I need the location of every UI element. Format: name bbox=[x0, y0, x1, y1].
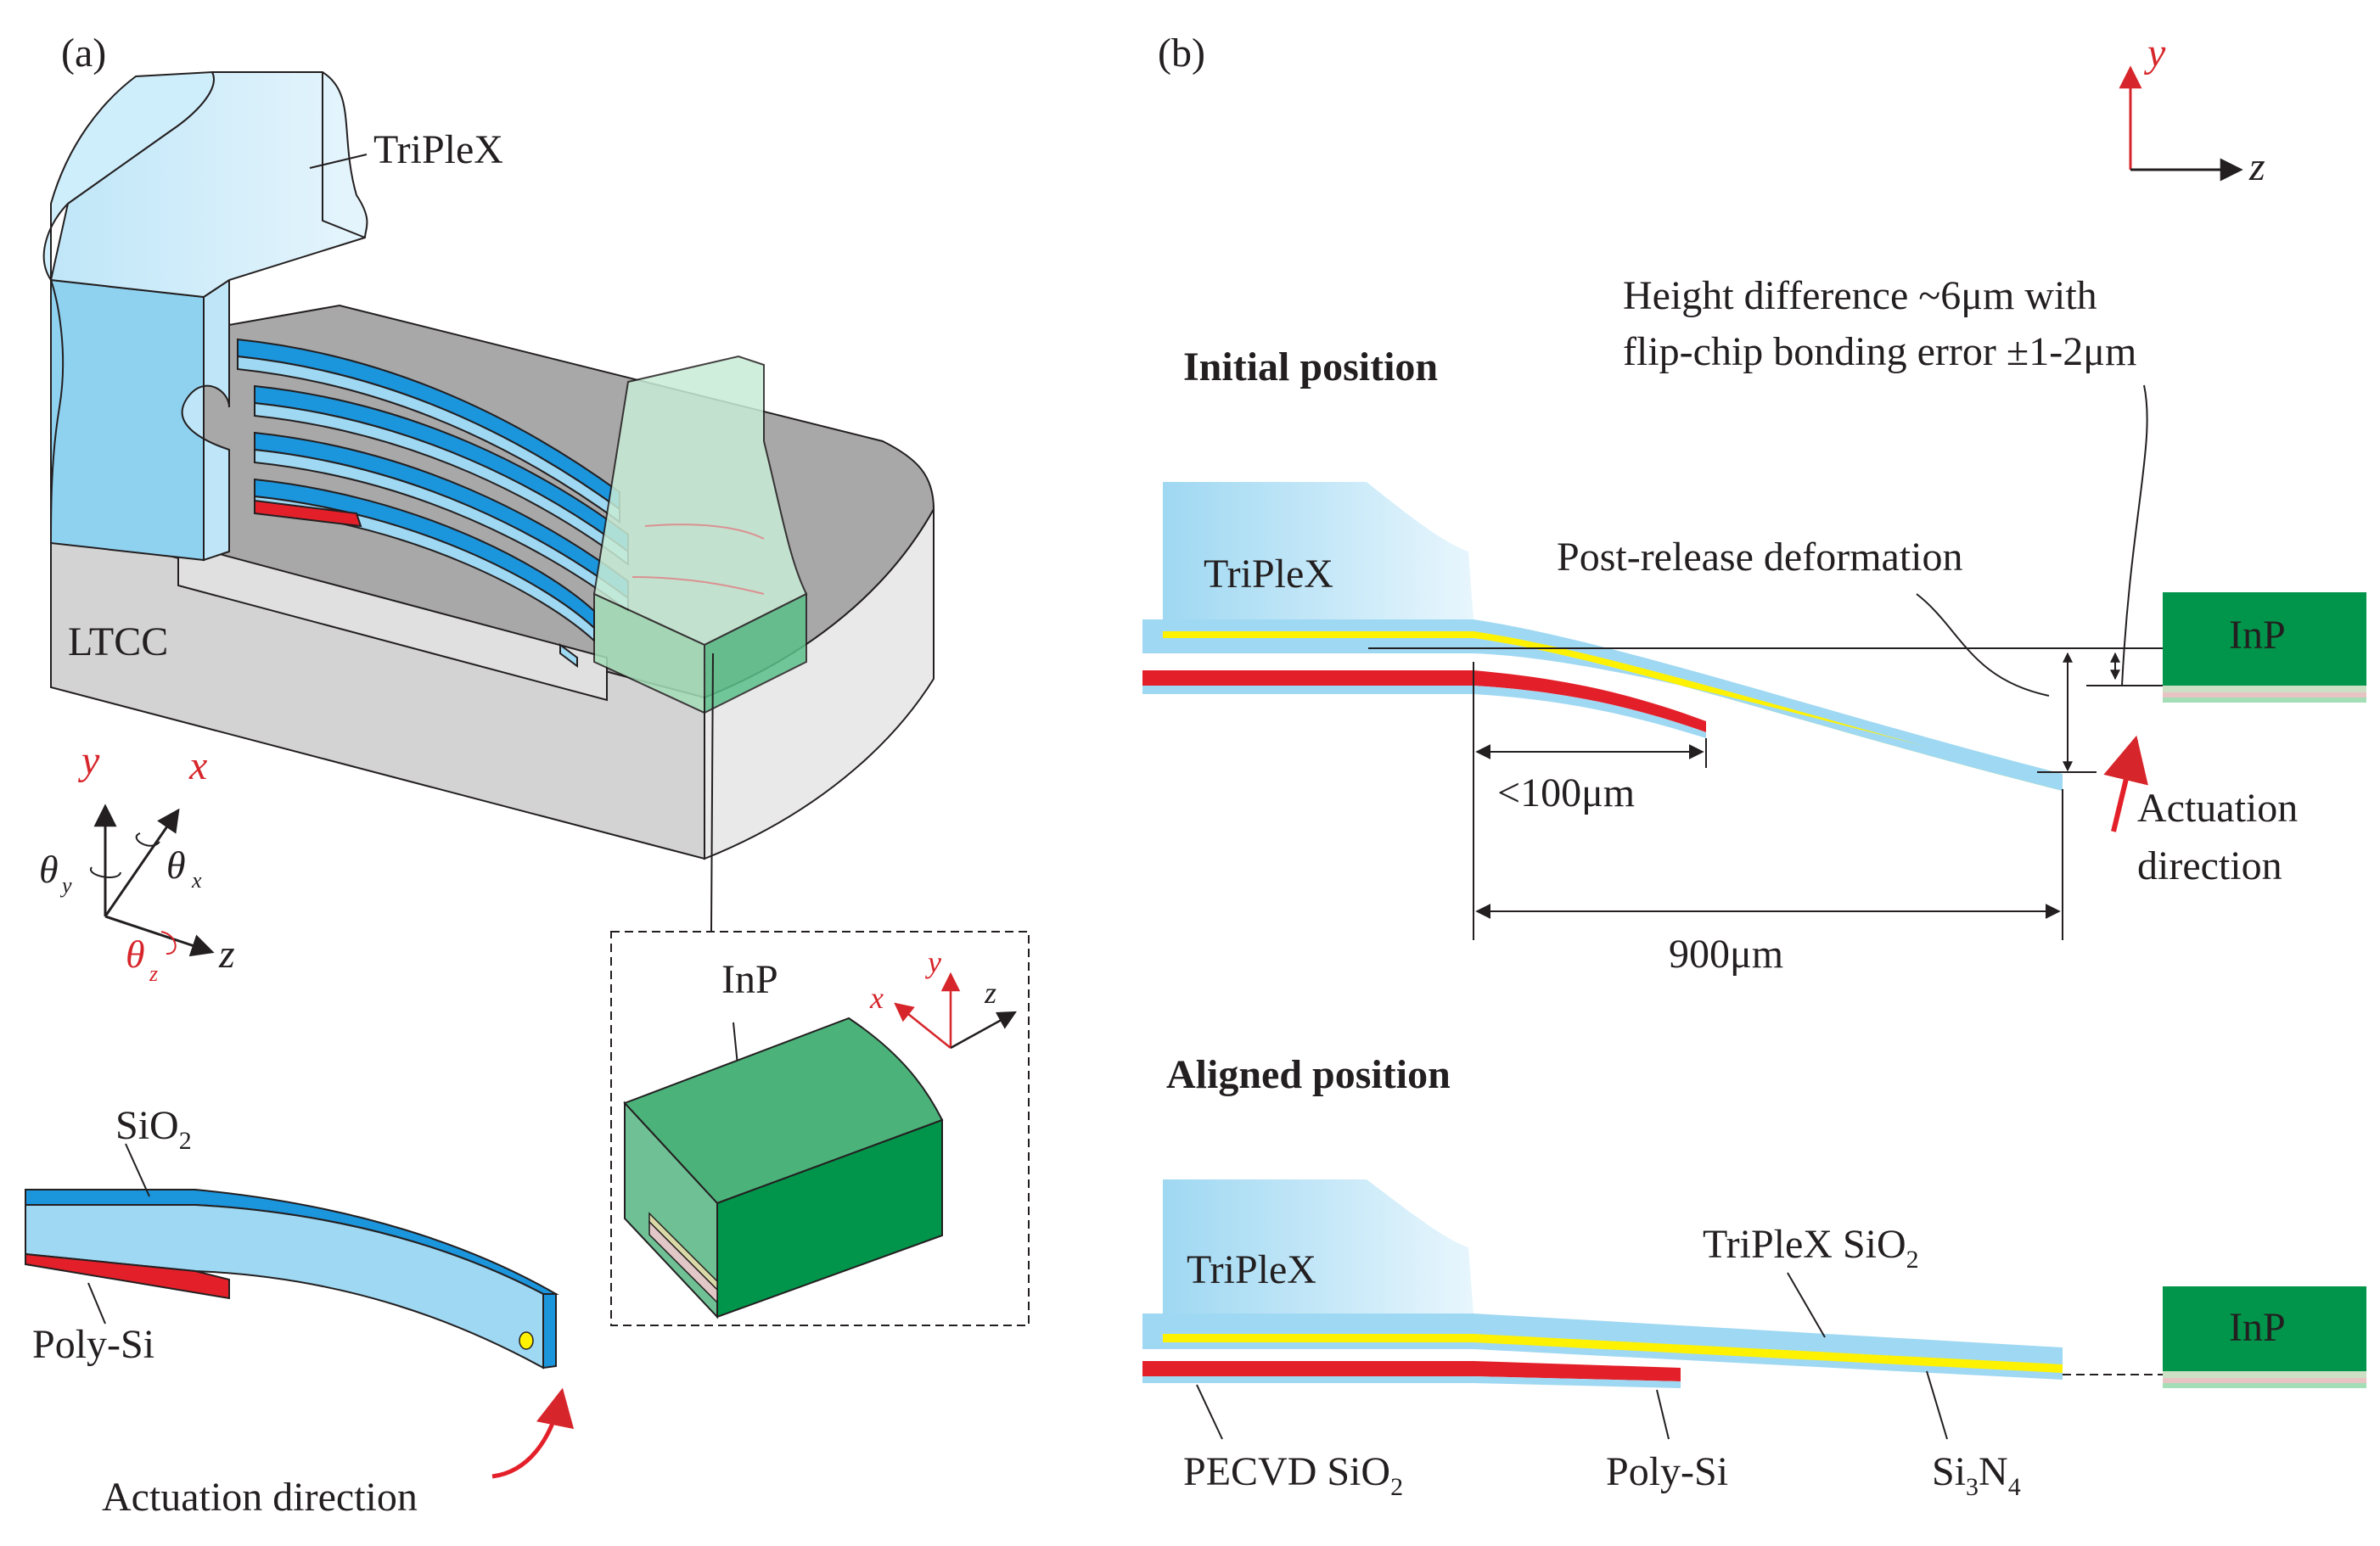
si3n4-label: Si3N4 bbox=[1932, 1449, 2021, 1501]
inp-label-b1: InP bbox=[2229, 613, 2286, 658]
inp-chip-transparent bbox=[592, 355, 808, 714]
inp-label-a: InP bbox=[721, 957, 778, 1002]
polysi-label-a: Poly-Si bbox=[32, 1322, 154, 1367]
triplex-label-b1: TriPleX bbox=[1204, 552, 1333, 597]
svg-text:z: z bbox=[149, 961, 158, 986]
panel-a-label: (a) bbox=[61, 31, 106, 76]
initial-drawing bbox=[1142, 482, 2063, 791]
svg-text:z: z bbox=[2248, 144, 2265, 189]
axis-triad-a: y x z θ y θ x θ z bbox=[39, 738, 235, 986]
svg-text:z: z bbox=[984, 976, 996, 1010]
inp-block-initial bbox=[2163, 592, 2366, 703]
dim-900: 900μm bbox=[1669, 932, 1783, 977]
svg-text:y: y bbox=[925, 945, 941, 979]
panel-b: (b) y z Initial position Height differen… bbox=[1142, 31, 2366, 1501]
svg-text:y: y bbox=[2143, 31, 2166, 76]
triplex-label-b2: TriPleX bbox=[1187, 1247, 1316, 1292]
aligned-title: Aligned position bbox=[1166, 1052, 1451, 1097]
initial-title: Initial position bbox=[1183, 344, 1438, 389]
triplex-leader bbox=[309, 154, 368, 169]
triplex-sio2-label: TriPleX SiO2 bbox=[1703, 1222, 1919, 1274]
polysi-label-b: Poly-Si bbox=[1606, 1449, 1728, 1494]
svg-text:y: y bbox=[77, 738, 100, 783]
aligned-leaders bbox=[1196, 1272, 1948, 1440]
svg-text:y: y bbox=[59, 873, 72, 898]
svg-text:x: x bbox=[191, 868, 202, 893]
bimorph-beam bbox=[25, 1143, 575, 1479]
ltcc-label: LTCC bbox=[68, 619, 168, 664]
svg-text:θ: θ bbox=[166, 843, 186, 887]
panel-a: (a) bbox=[25, 31, 1030, 1520]
dimension-lines-initial bbox=[1368, 384, 2163, 940]
inset-axes: y x z bbox=[869, 945, 1017, 1050]
actuation-arrow-b bbox=[2103, 735, 2148, 832]
axis-yz-b: y z bbox=[2119, 31, 2265, 189]
post-release-label: Post-release deformation bbox=[1557, 535, 1963, 580]
actuation-label-a: Actuation direction bbox=[102, 1475, 418, 1520]
panel-b-label: (b) bbox=[1158, 31, 1205, 76]
svg-text:x: x bbox=[869, 981, 884, 1015]
triplex-block-3d bbox=[42, 70, 368, 562]
svg-text:θ: θ bbox=[39, 848, 59, 891]
svg-text:z: z bbox=[218, 932, 235, 977]
inp-label-b2: InP bbox=[2229, 1305, 2286, 1350]
actuation-b-line1: Actuation bbox=[2137, 786, 2298, 831]
dim-100: <100μm bbox=[1497, 770, 1635, 815]
triplex-label-a: TriPleX bbox=[373, 127, 503, 172]
height-line2: flip-chip bonding error ±1-2μm bbox=[1623, 329, 2136, 374]
inp-inset: InP y x z bbox=[610, 653, 1030, 1326]
pecvd-label: PECVD SiO2 bbox=[1183, 1449, 1403, 1501]
height-line1: Height difference ~6μm with bbox=[1623, 273, 2097, 318]
svg-text:x: x bbox=[188, 743, 207, 788]
aligned-drawing bbox=[1142, 1179, 2163, 1388]
inp-block-aligned bbox=[2163, 1286, 2366, 1388]
sio2-label-a: SiO2 bbox=[115, 1103, 192, 1155]
svg-text:θ: θ bbox=[126, 933, 145, 976]
actuation-b-line2: direction bbox=[2137, 843, 2282, 888]
